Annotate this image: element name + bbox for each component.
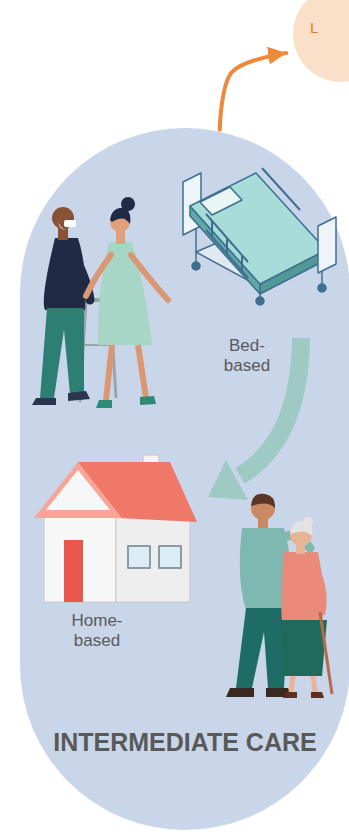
house-part — [116, 516, 190, 602]
null-part-part — [241, 255, 243, 271]
supporting-couple-part — [283, 692, 297, 698]
walking-pair-part — [68, 391, 90, 401]
node-text: INTERMEDIATE CARE — [20, 725, 349, 760]
supporting-couple-part — [281, 620, 327, 676]
house — [34, 455, 197, 602]
hospital-bed-part — [190, 173, 326, 284]
null-part-part — [262, 168, 300, 210]
node-text: L — [310, 17, 349, 38]
walking-pair-part — [140, 396, 156, 405]
supporting-couple — [226, 494, 332, 698]
null-part — [206, 168, 300, 278]
circle-node: L — [293, 0, 349, 82]
walking-pair-part — [86, 255, 111, 296]
walking-pair-part — [131, 255, 168, 300]
walking-pair — [32, 197, 168, 408]
supporting-couple-part — [316, 568, 323, 612]
supporting-couple-part — [291, 676, 293, 692]
house-part — [46, 470, 110, 510]
flow-connector — [220, 53, 286, 130]
supporting-couple-part — [226, 688, 254, 697]
walking-pair-part — [32, 398, 56, 405]
house-part — [64, 540, 83, 602]
hospital-bed-part — [318, 217, 336, 273]
supporting-couple-part — [320, 612, 332, 694]
illustration-label: Bed- based — [212, 336, 282, 376]
walking-pair-part — [138, 345, 146, 398]
hospital-bed-part — [318, 284, 326, 292]
house-part — [44, 510, 116, 602]
walking-pair-part — [96, 400, 112, 408]
hospital-bed — [183, 168, 336, 305]
walking-pair-part — [106, 345, 112, 400]
walking-pair-part — [121, 197, 135, 211]
supporting-couple-part — [303, 517, 313, 527]
walking-pair-part — [64, 220, 76, 227]
null-part-part — [211, 221, 213, 237]
illustration-label: Home- based — [55, 611, 139, 651]
supporting-couple-part — [311, 692, 324, 698]
supporting-couple-part — [236, 608, 288, 688]
supporting-couple-part — [251, 494, 275, 508]
hospital-bed-part — [256, 297, 264, 305]
null-part-part — [226, 238, 228, 254]
hospital-bed-part — [200, 187, 242, 215]
supporting-couple-part — [281, 552, 323, 622]
label-holder: Home- based — [55, 611, 139, 651]
null-part-part — [206, 230, 248, 278]
supporting-couple-part — [258, 516, 268, 528]
walking-pair-part — [116, 230, 125, 244]
supporting-couple-part — [313, 676, 315, 692]
house-part — [128, 546, 150, 568]
flow-arrow-part — [208, 460, 248, 500]
house-part — [159, 546, 181, 568]
house-part — [34, 462, 122, 518]
hospital-bed-part — [192, 262, 200, 270]
label-holder: Bed- based — [212, 336, 282, 376]
walking-pair-part — [40, 308, 84, 398]
